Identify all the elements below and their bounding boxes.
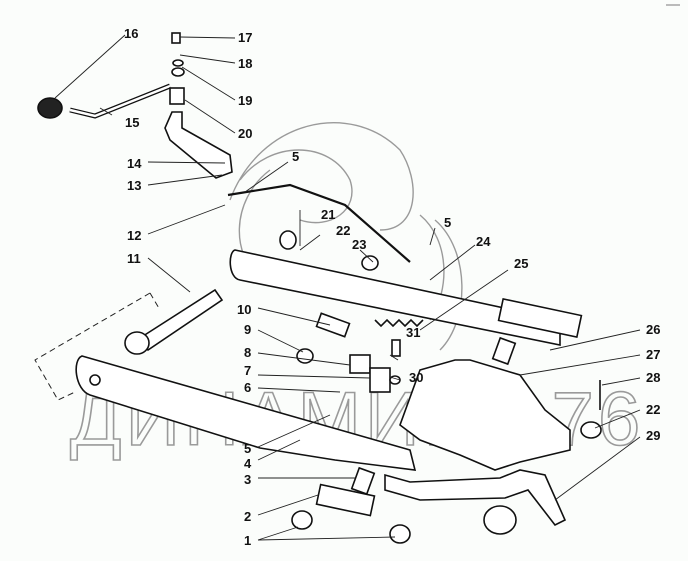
label-10: 10 [237, 302, 251, 317]
label-4: 4 [244, 456, 252, 471]
bolt-17 [171, 32, 181, 44]
label-30: 30 [409, 370, 423, 385]
label-23: 23 [352, 237, 366, 252]
label-22-right: 22 [646, 402, 660, 417]
control-rod [227, 183, 411, 263]
corner-mark [666, 4, 680, 6]
bracket-29 [384, 469, 567, 527]
pin-head [124, 331, 150, 355]
pin-11 [138, 288, 224, 352]
washer-23 [361, 255, 379, 271]
decor-arc [434, 219, 463, 351]
label-19: 19 [238, 93, 252, 108]
label-13: 13 [127, 178, 141, 193]
label-14: 14 [127, 156, 142, 171]
label-15: 15 [125, 115, 139, 130]
hitch-body-27 [399, 359, 571, 471]
label-16: 16 [124, 26, 138, 41]
decor-arc [239, 149, 353, 224]
label-3: 3 [244, 472, 251, 487]
label-5-bottom: 5 [244, 441, 251, 456]
label-6: 6 [244, 380, 251, 395]
bolt-1a [291, 510, 313, 530]
washer-18 [172, 59, 184, 67]
label-8: 8 [244, 345, 251, 360]
label-2: 2 [244, 509, 251, 524]
label-12: 12 [127, 228, 141, 243]
label-29: 29 [646, 428, 660, 443]
lower-link-arm [75, 355, 417, 471]
lever-knob [37, 97, 63, 119]
label-24: 24 [476, 234, 491, 249]
label-20: 20 [238, 126, 252, 141]
label-21: 21 [321, 207, 335, 222]
bushing-8 [349, 354, 371, 374]
spring-25 [374, 318, 424, 328]
bracket-7 [369, 367, 391, 393]
pin-roller [483, 505, 517, 535]
label-28: 28 [646, 370, 660, 385]
label-11: 11 [127, 251, 141, 266]
lever-rod [69, 83, 171, 119]
bolt-31 [391, 339, 401, 357]
label-5-top: 5 [292, 149, 299, 164]
label-18: 18 [238, 56, 252, 71]
pin-26 [491, 336, 517, 366]
dashed-guide [34, 292, 161, 401]
washer-22 [279, 230, 297, 250]
label-22-top: 22 [336, 223, 350, 238]
label-31: 31 [406, 325, 420, 340]
leader-lines [54, 34, 641, 541]
label-1: 1 [244, 533, 251, 548]
label-27: 27 [646, 347, 660, 362]
label-5-right: 5 [444, 215, 451, 230]
arm-hole [89, 374, 101, 386]
upper-link-arm [229, 249, 561, 346]
bolt-1b [389, 524, 411, 544]
label-9: 9 [244, 322, 251, 337]
label-26: 26 [646, 322, 660, 337]
upper-plate [497, 297, 583, 339]
bolt-9 [296, 348, 314, 364]
clamp-10 [315, 312, 351, 338]
bushing-3 [350, 466, 376, 496]
plate-2 [315, 483, 376, 517]
label-7: 7 [244, 363, 251, 378]
ring-22 [580, 421, 602, 439]
label-25: 25 [514, 256, 528, 271]
washer-19 [171, 67, 185, 77]
bushing-20 [169, 87, 185, 105]
label-17: 17 [238, 30, 252, 45]
bracket-14 [164, 111, 233, 179]
decor-arc [229, 122, 414, 231]
